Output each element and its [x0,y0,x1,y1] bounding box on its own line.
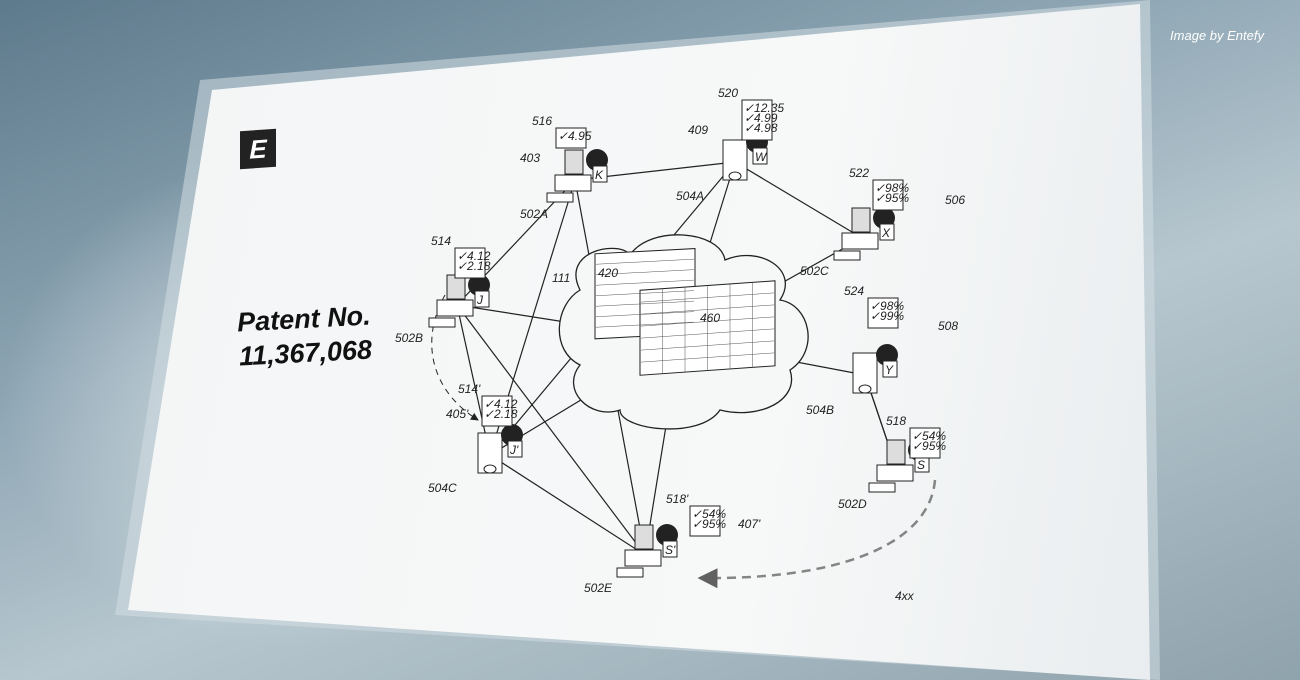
note-ref-label: 518 [886,414,906,428]
node-id: 502A [520,207,548,221]
ref-label: 407' [738,517,761,531]
checklist-note [555,127,587,149]
node-id: 502C [800,264,829,278]
agent-letter: J' [509,443,519,457]
check-value: ✓4.95 [558,129,592,143]
database-icon [483,464,497,474]
keyboard-icon [428,317,456,328]
network-edge [489,454,647,556]
ref-label: 405' [446,407,469,421]
ref-label: 409 [688,123,708,137]
monitor-icon [446,274,466,300]
blurred-label: 4xx [895,589,915,603]
dashed-link-left [431,294,479,421]
check-value: ✓4.12 [457,249,491,263]
check-value: ✓4.12 [484,397,518,411]
node-id: 504C [428,481,457,495]
check-value: ✓2.18 [457,259,491,273]
node-id: 502E [584,581,613,595]
network-edge [456,304,646,556]
check-value: ✓12.35 [744,101,784,115]
check-value: ✓54% [912,429,946,443]
check-value: ✓95% [912,439,946,453]
node-502d: 502D S ✓54%✓95% 518 [838,414,946,511]
checklist-note [867,297,899,329]
checklist-note [872,179,904,211]
check-value: ✓95% [875,191,909,205]
note-ref-label: 522 [849,166,869,180]
monitor-icon [634,524,654,550]
check-value: ✓95% [692,517,726,531]
node-502e: 502E S' 407' ✓54%✓95%518' [584,492,761,595]
keyboard-icon [616,567,644,578]
check-value: ✓4.98 [744,121,778,135]
ref-label: 506 [945,193,965,207]
checklist-note [909,427,941,459]
monitor-icon [886,439,906,465]
node-504b: 504B Y 508 ✓98%✓99% 524 [806,284,958,417]
node-504a: 504A W 409 ✓12.35✓4.99✓4.98 520 [676,86,784,203]
agent-letter: S [917,458,925,472]
note-ref-label: 518' [666,492,689,506]
checklist-note [689,505,721,537]
monitor-icon [851,207,871,233]
note-ref-label: 524 [844,284,864,298]
checklist-note [454,247,486,279]
monitor-icon [564,149,584,175]
check-value: ✓54% [692,507,726,521]
node-id: 504B [806,403,834,417]
database-icon [858,384,872,394]
ref-label: 403 [520,151,540,165]
node-502a: 502A K 403 ✓4.95 516 [520,114,608,221]
network-edge [456,304,493,457]
check-value: ✓98% [870,299,904,313]
agent-letter: Y [885,363,894,377]
check-value: ✓99% [870,309,904,323]
agent-letter: S' [665,543,676,557]
note-ref-label: 514 [431,234,451,248]
note-ref-label: 516 [532,114,552,128]
network-edge [733,161,863,239]
dashed-link-bottom [697,479,937,589]
node-id: 502D [838,497,867,511]
agent-letter: X [881,226,891,240]
check-value: ✓2.18 [484,407,518,421]
note-ref-label: 514' [458,382,481,396]
check-value: ✓4.99 [744,111,778,125]
cloud-label: 111 [552,271,570,285]
agent-letter: W [755,150,768,164]
checklist-note [741,99,773,141]
keyboard-icon [546,192,574,203]
node-502b: 502B J ✓4.12✓2.18 514 [395,234,491,345]
node-id: 504A [676,189,704,203]
ref-label: 508 [938,319,958,333]
checklist-note [481,395,513,427]
database-icon [728,171,742,181]
image-credit: Image by Entefy [1170,28,1264,43]
keyboard-icon [833,250,861,261]
table-460-label: 460 [700,311,720,325]
node-502c: 502C X 506 ✓98%✓95% 522 [800,166,965,278]
keyboard-icon [868,482,896,493]
agent-letter: J [476,293,484,307]
table-420-label: 420 [598,266,618,280]
node-id: 502B [395,331,423,345]
agent-letter: K [595,168,604,182]
note-ref-label: 520 [718,86,738,100]
check-value: ✓98% [875,181,909,195]
